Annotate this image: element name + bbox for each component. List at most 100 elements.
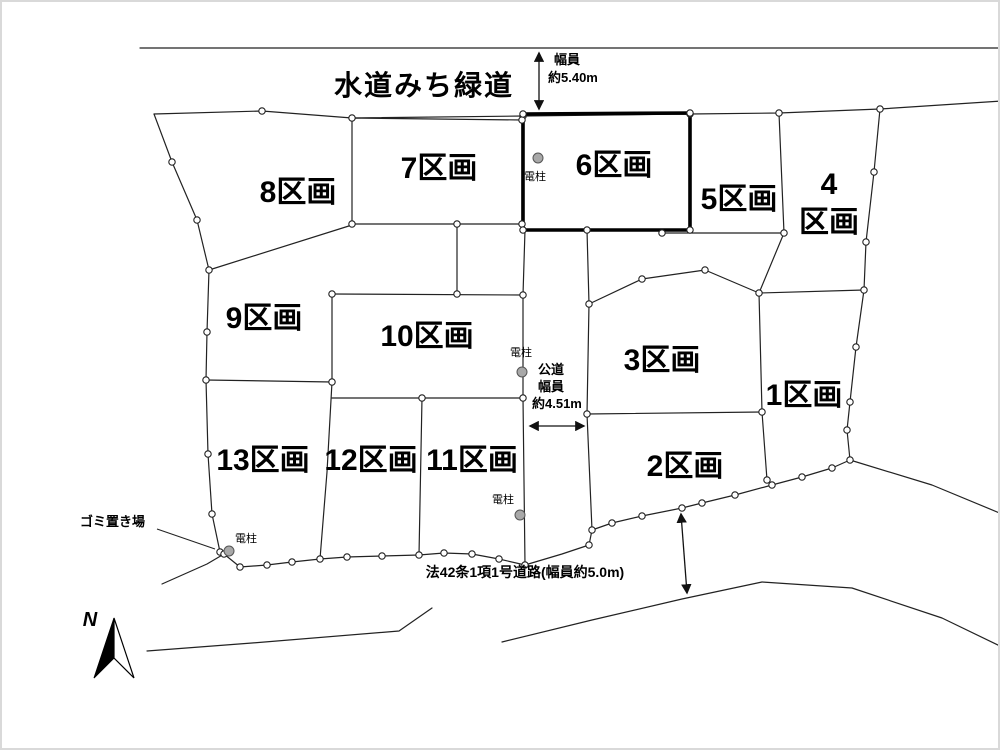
survey-point xyxy=(876,105,884,113)
garbage-leader-line xyxy=(156,528,216,550)
survey-point xyxy=(852,343,860,351)
survey-point xyxy=(686,109,694,117)
lot11-lot12-divider xyxy=(418,397,423,556)
greenway-width-label-1: 幅員 xyxy=(554,52,580,67)
survey-point xyxy=(870,168,878,176)
survey-point xyxy=(328,378,336,386)
survey-point xyxy=(862,238,870,246)
survey-point xyxy=(519,291,527,299)
greenway-width-label-2: 約5.40m xyxy=(548,70,598,85)
survey-point xyxy=(701,266,709,274)
lot2-label: 2区画 xyxy=(647,450,724,483)
lot8-label: 8区画 xyxy=(260,176,337,209)
survey-point xyxy=(585,541,593,549)
east-property-line xyxy=(846,108,881,461)
utility-pole-dot xyxy=(532,152,544,164)
survey-point xyxy=(316,555,324,563)
survey-point xyxy=(678,504,686,512)
survey-point xyxy=(415,551,423,559)
survey-point xyxy=(608,519,616,527)
survey-point xyxy=(798,473,806,481)
survey-point xyxy=(378,552,386,560)
survey-point xyxy=(686,226,694,234)
survey-point xyxy=(204,450,212,458)
lot7-label: 7区画 xyxy=(401,152,478,185)
greenway-name-label: 水道みち緑道 xyxy=(334,69,514,101)
survey-point xyxy=(236,563,244,571)
survey-point xyxy=(468,550,476,558)
utility-pole-dot xyxy=(223,545,235,557)
lot9-bottom-edge xyxy=(205,379,333,383)
road-east-edge xyxy=(586,229,593,531)
survey-point xyxy=(585,300,593,308)
utility-pole-label: 電柱 xyxy=(524,169,546,183)
survey-point xyxy=(698,499,706,507)
survey-point xyxy=(860,286,868,294)
survey-point xyxy=(440,549,448,557)
survey-point xyxy=(763,476,771,484)
north-compass: N xyxy=(83,609,135,679)
survey-point xyxy=(258,107,266,115)
survey-point xyxy=(638,275,646,283)
survey-point xyxy=(758,408,766,416)
lot10-label: 10区画 xyxy=(380,320,473,353)
survey-point xyxy=(453,290,461,298)
survey-point xyxy=(418,394,426,402)
survey-point xyxy=(846,456,854,464)
survey-points-group xyxy=(168,105,884,571)
road-west-edge xyxy=(522,229,526,566)
public-road-label-2: 幅員 xyxy=(538,379,564,394)
lot1-label: 1区画 xyxy=(766,379,843,412)
survey-point xyxy=(519,226,527,234)
lot3-bottom-edge xyxy=(586,411,763,415)
south-road-lower-edge-right xyxy=(501,581,998,646)
lot9-label: 9区画 xyxy=(226,302,303,335)
lot10-top-edge xyxy=(331,293,524,296)
lot4-label-line2: 区画 xyxy=(799,206,859,239)
lot8-lot9-divider xyxy=(208,224,353,271)
utility-pole-label: 電柱 xyxy=(492,492,514,506)
survey-point xyxy=(288,558,296,566)
south-road-width-arrow xyxy=(676,512,692,595)
lot6-label: 6区画 xyxy=(576,149,653,182)
survey-point xyxy=(202,376,210,384)
south-road-label: 法42条1項1号道路(幅員約5.0m) xyxy=(426,564,624,580)
survey-point xyxy=(583,226,591,234)
survey-point xyxy=(519,110,527,118)
lot12-label: 12区画 xyxy=(324,444,417,477)
survey-point xyxy=(731,491,739,499)
survey-point xyxy=(775,109,783,117)
utility-pole-dot xyxy=(516,366,528,378)
south-road-upper-edge xyxy=(161,459,998,585)
lot5-label: 5区画 xyxy=(701,183,778,216)
survey-point xyxy=(638,512,646,520)
lot3-label: 3区画 xyxy=(624,344,701,377)
survey-point xyxy=(519,394,527,402)
survey-point xyxy=(208,510,216,518)
survey-point xyxy=(768,481,776,489)
garbage-area-label: ゴミ置き場 xyxy=(80,514,145,529)
lot4-bottom-edge xyxy=(758,289,865,294)
compass-n-label: N xyxy=(83,609,98,631)
survey-point xyxy=(205,266,213,274)
lot11-label: 11区画 xyxy=(426,444,518,477)
survey-point xyxy=(828,464,836,472)
utility-pole-label: 電柱 xyxy=(235,531,257,545)
survey-point xyxy=(755,289,763,297)
survey-point xyxy=(583,410,591,418)
lot9-east-divider xyxy=(319,293,333,560)
survey-point xyxy=(348,114,356,122)
survey-point xyxy=(343,553,351,561)
survey-point xyxy=(588,526,596,534)
lot4-label-line1: 4 xyxy=(821,168,838,201)
survey-point xyxy=(518,116,526,124)
survey-point xyxy=(453,220,461,228)
survey-point xyxy=(328,290,336,298)
survey-point xyxy=(168,158,176,166)
lot3-top-edge xyxy=(588,269,760,305)
survey-point xyxy=(780,229,788,237)
survey-point xyxy=(263,561,271,569)
survey-point xyxy=(203,328,211,336)
